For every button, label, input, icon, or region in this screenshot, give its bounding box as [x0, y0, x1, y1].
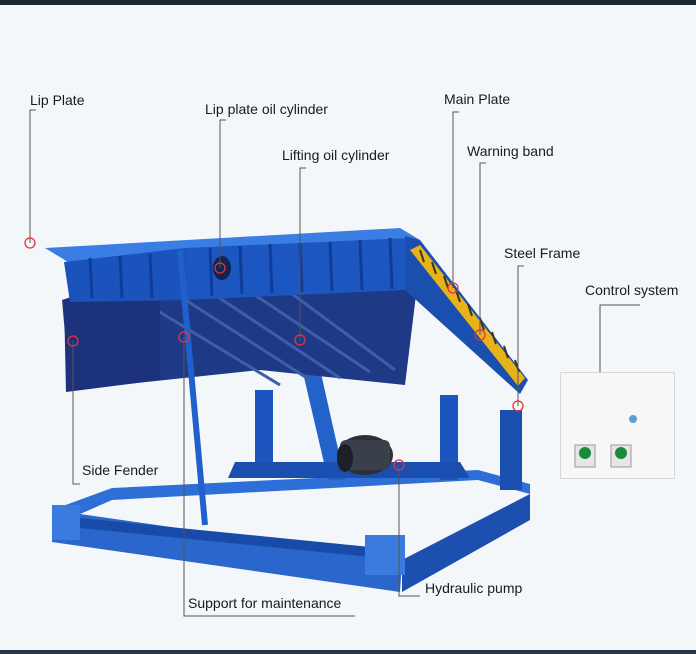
- label-steel-frame: Steel Frame: [504, 245, 581, 261]
- label-hydraulic-pump: Hydraulic pump: [425, 580, 523, 596]
- control-panel-buttons: [574, 415, 637, 468]
- control-panel: [560, 372, 675, 479]
- label-control-system: Control system: [585, 282, 679, 298]
- leader-lines: [29, 109, 640, 617]
- lip-cylinder-body: [213, 256, 231, 280]
- label-lip-plate-oil-cylinder: Lip plate oil cylinder: [205, 101, 328, 117]
- label-lifting-oil-cylinder: Lifting oil cylinder: [282, 147, 390, 163]
- label-main-plate: Main Plate: [444, 91, 511, 107]
- label-warning-band: Warning band: [467, 143, 554, 159]
- deck-ribs: [88, 237, 394, 299]
- bottom-border: [0, 650, 696, 654]
- label-side-fender: Side Fender: [82, 462, 159, 478]
- maintenance-support-rod: [177, 249, 208, 526]
- hydraulic-pump-motor: [337, 435, 393, 475]
- underside-beams: [139, 283, 396, 387]
- top-border: [0, 0, 696, 5]
- deck-front-panel: [64, 248, 186, 302]
- side-fender: [64, 280, 160, 392]
- warning-band: [410, 245, 525, 386]
- label-lip-plate: Lip Plate: [30, 92, 85, 108]
- base-frame: [52, 470, 530, 592]
- label-support-for-maintenance: Support for maintenance: [188, 595, 342, 611]
